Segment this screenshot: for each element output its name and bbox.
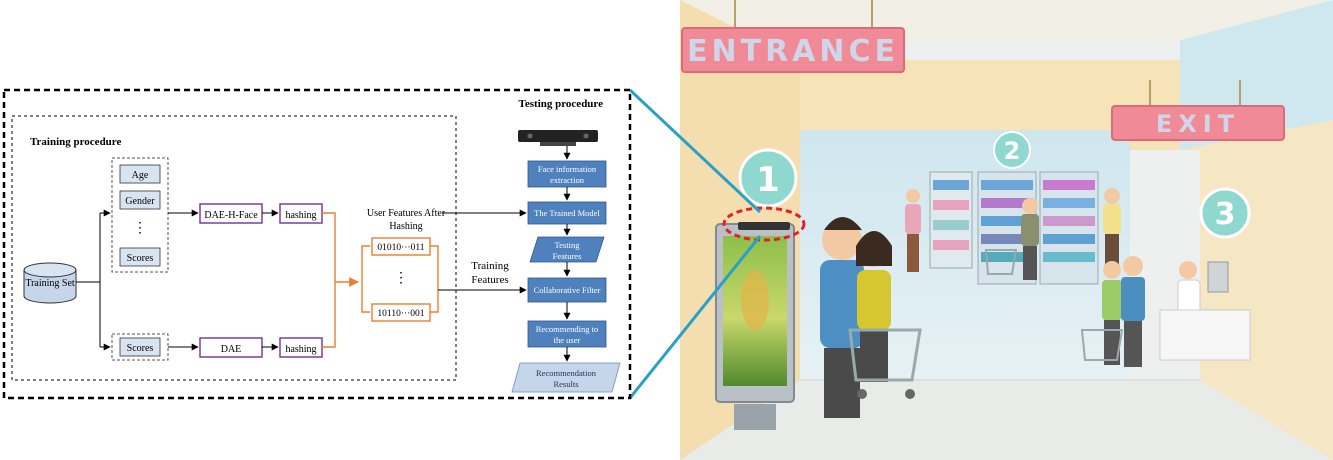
svg-text:Features: Features (553, 251, 582, 261)
svg-text:The Trained Model: The Trained Model (534, 208, 600, 218)
training-set-label: Training Set (25, 278, 75, 289)
svg-text:10110···001: 10110···001 (377, 309, 424, 319)
training-procedure-title: Training procedure (30, 136, 121, 148)
testing-procedure-title: Testing procedure (519, 98, 604, 110)
hashing-top-box: hashing (279, 203, 323, 224)
entrance-sign-label: ENTRANCE (687, 34, 899, 69)
recommendation-results-box: Recommendation Results (511, 362, 621, 393)
badge-1: 1 (738, 148, 798, 208)
svg-text:Face information: Face information (538, 164, 597, 174)
training-set-node: Training Set (23, 262, 77, 304)
svg-text:Age: Age (132, 170, 149, 181)
training-features-label-line1: Training (471, 260, 509, 272)
recommending-box: Recommending to the user (527, 320, 607, 348)
hash-code-box-2: 10110···001 (371, 303, 431, 322)
callout-line-bottom (628, 235, 762, 399)
exit-sign: EXIT (1111, 105, 1285, 141)
svg-text:DAE: DAE (221, 344, 242, 355)
attribute-gender-box: Gender (119, 190, 161, 210)
svg-text:hashing: hashing (285, 210, 316, 221)
hashing-bottom-box: hashing (279, 337, 323, 358)
background-shoppers (905, 188, 1251, 367)
dae-h-face-box: DAE-H-Face (199, 203, 263, 224)
svg-text:2: 2 (1004, 137, 1021, 165)
badge-2: 2 (993, 131, 1031, 169)
attribute-ellipsis: ⋮ (133, 221, 147, 236)
svg-text:Testing: Testing (555, 240, 581, 250)
svg-text:Scores: Scores (127, 343, 154, 354)
hash-code-ellipsis: ⋮ (394, 271, 408, 286)
attribute-scores-box: Scores (119, 247, 161, 267)
svg-text:Scores: Scores (127, 253, 154, 264)
exit-sign-label: EXIT (1156, 110, 1240, 138)
svg-text:01010···011: 01010···011 (377, 243, 424, 253)
foreground-shoppers (820, 217, 1124, 418)
trained-model-box: The Trained Model (527, 201, 607, 225)
svg-text:1: 1 (756, 160, 780, 200)
kinect-camera-icon (518, 130, 598, 146)
hash-code-box-1: 01010···011 (371, 237, 431, 256)
collaborative-filter-box: Collaborative Filter (527, 277, 607, 303)
scores-group-frame (111, 333, 169, 361)
svg-text:DAE-H-Face: DAE-H-Face (204, 210, 258, 221)
svg-text:Gender: Gender (125, 196, 155, 207)
callout-line-top (628, 88, 762, 214)
training-features-label-line2: Features (471, 274, 508, 286)
svg-text:hashing: hashing (285, 344, 316, 355)
svg-text:3: 3 (1215, 197, 1236, 232)
kiosk (715, 206, 806, 430)
scores-bottom-box: Scores (119, 337, 161, 357)
attribute-age-box: Age (119, 164, 161, 184)
kinect-sensor (738, 222, 790, 230)
user-features-label-line1: User Features After (367, 208, 446, 219)
training-procedure-frame (11, 115, 457, 381)
face-info-extraction-box: Face information extraction (527, 160, 607, 188)
user-features-label-line2: Hashing (389, 221, 422, 232)
method-diagram: Testing procedure Training procedure Tra… (2, 88, 632, 400)
dae-box: DAE (199, 337, 263, 358)
svg-text:Results: Results (553, 379, 578, 389)
svg-text:extraction: extraction (550, 175, 585, 185)
svg-text:Recommendation: Recommendation (536, 368, 597, 378)
testing-features-box: Testing Features (529, 236, 605, 263)
sensor-highlight-ring (722, 206, 806, 242)
svg-text:the user: the user (554, 335, 581, 345)
svg-text:Collaborative Filter: Collaborative Filter (534, 285, 601, 295)
store-illustration: ENTRANCE EXIT 1 2 3 (628, 0, 1333, 460)
entrance-sign: ENTRANCE (681, 27, 905, 73)
attribute-group-frame (111, 157, 169, 273)
orange-connectors (322, 212, 439, 348)
badge-3: 3 (1199, 187, 1251, 239)
svg-text:Recommending to: Recommending to (536, 324, 599, 334)
